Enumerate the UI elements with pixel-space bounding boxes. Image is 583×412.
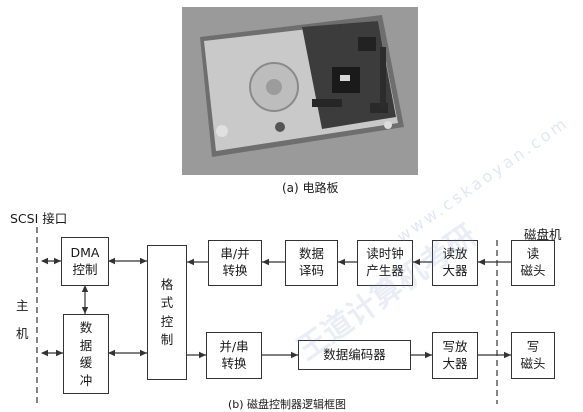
photo-caption: (a) 电路板 [282,181,339,195]
serial-to-parallel-box: 串/并 转换 [208,240,262,286]
dma-control-box: DMA 控制 [61,237,109,286]
write-head-box: 写 磁头 [511,332,555,379]
scsi-interface-label: SCSI 接口 [10,211,68,226]
data-buffer-box: 数 据 缓 冲 [63,314,109,394]
host-label: 主 机 [16,298,29,341]
read-clock-generator-box: 读时钟 产生器 [357,240,413,286]
circuit-board-photo [182,7,418,175]
diagram-caption: (b) 磁盘控制器逻辑框图 [228,398,347,411]
data-decoder-box: 数据 译码 [285,240,338,286]
parallel-to-serial-box: 并/串 转换 [206,332,262,379]
disk-drive-label: 磁盘机 [524,227,562,242]
read-head-box: 读 磁头 [511,240,555,286]
data-encoder-box: 数据编码器 [298,340,411,370]
write-amplifier-box: 写放 大器 [432,332,478,379]
read-amplifier-box: 读放 大器 [432,240,478,286]
format-control-box: 格 式 控 制 [147,245,187,380]
